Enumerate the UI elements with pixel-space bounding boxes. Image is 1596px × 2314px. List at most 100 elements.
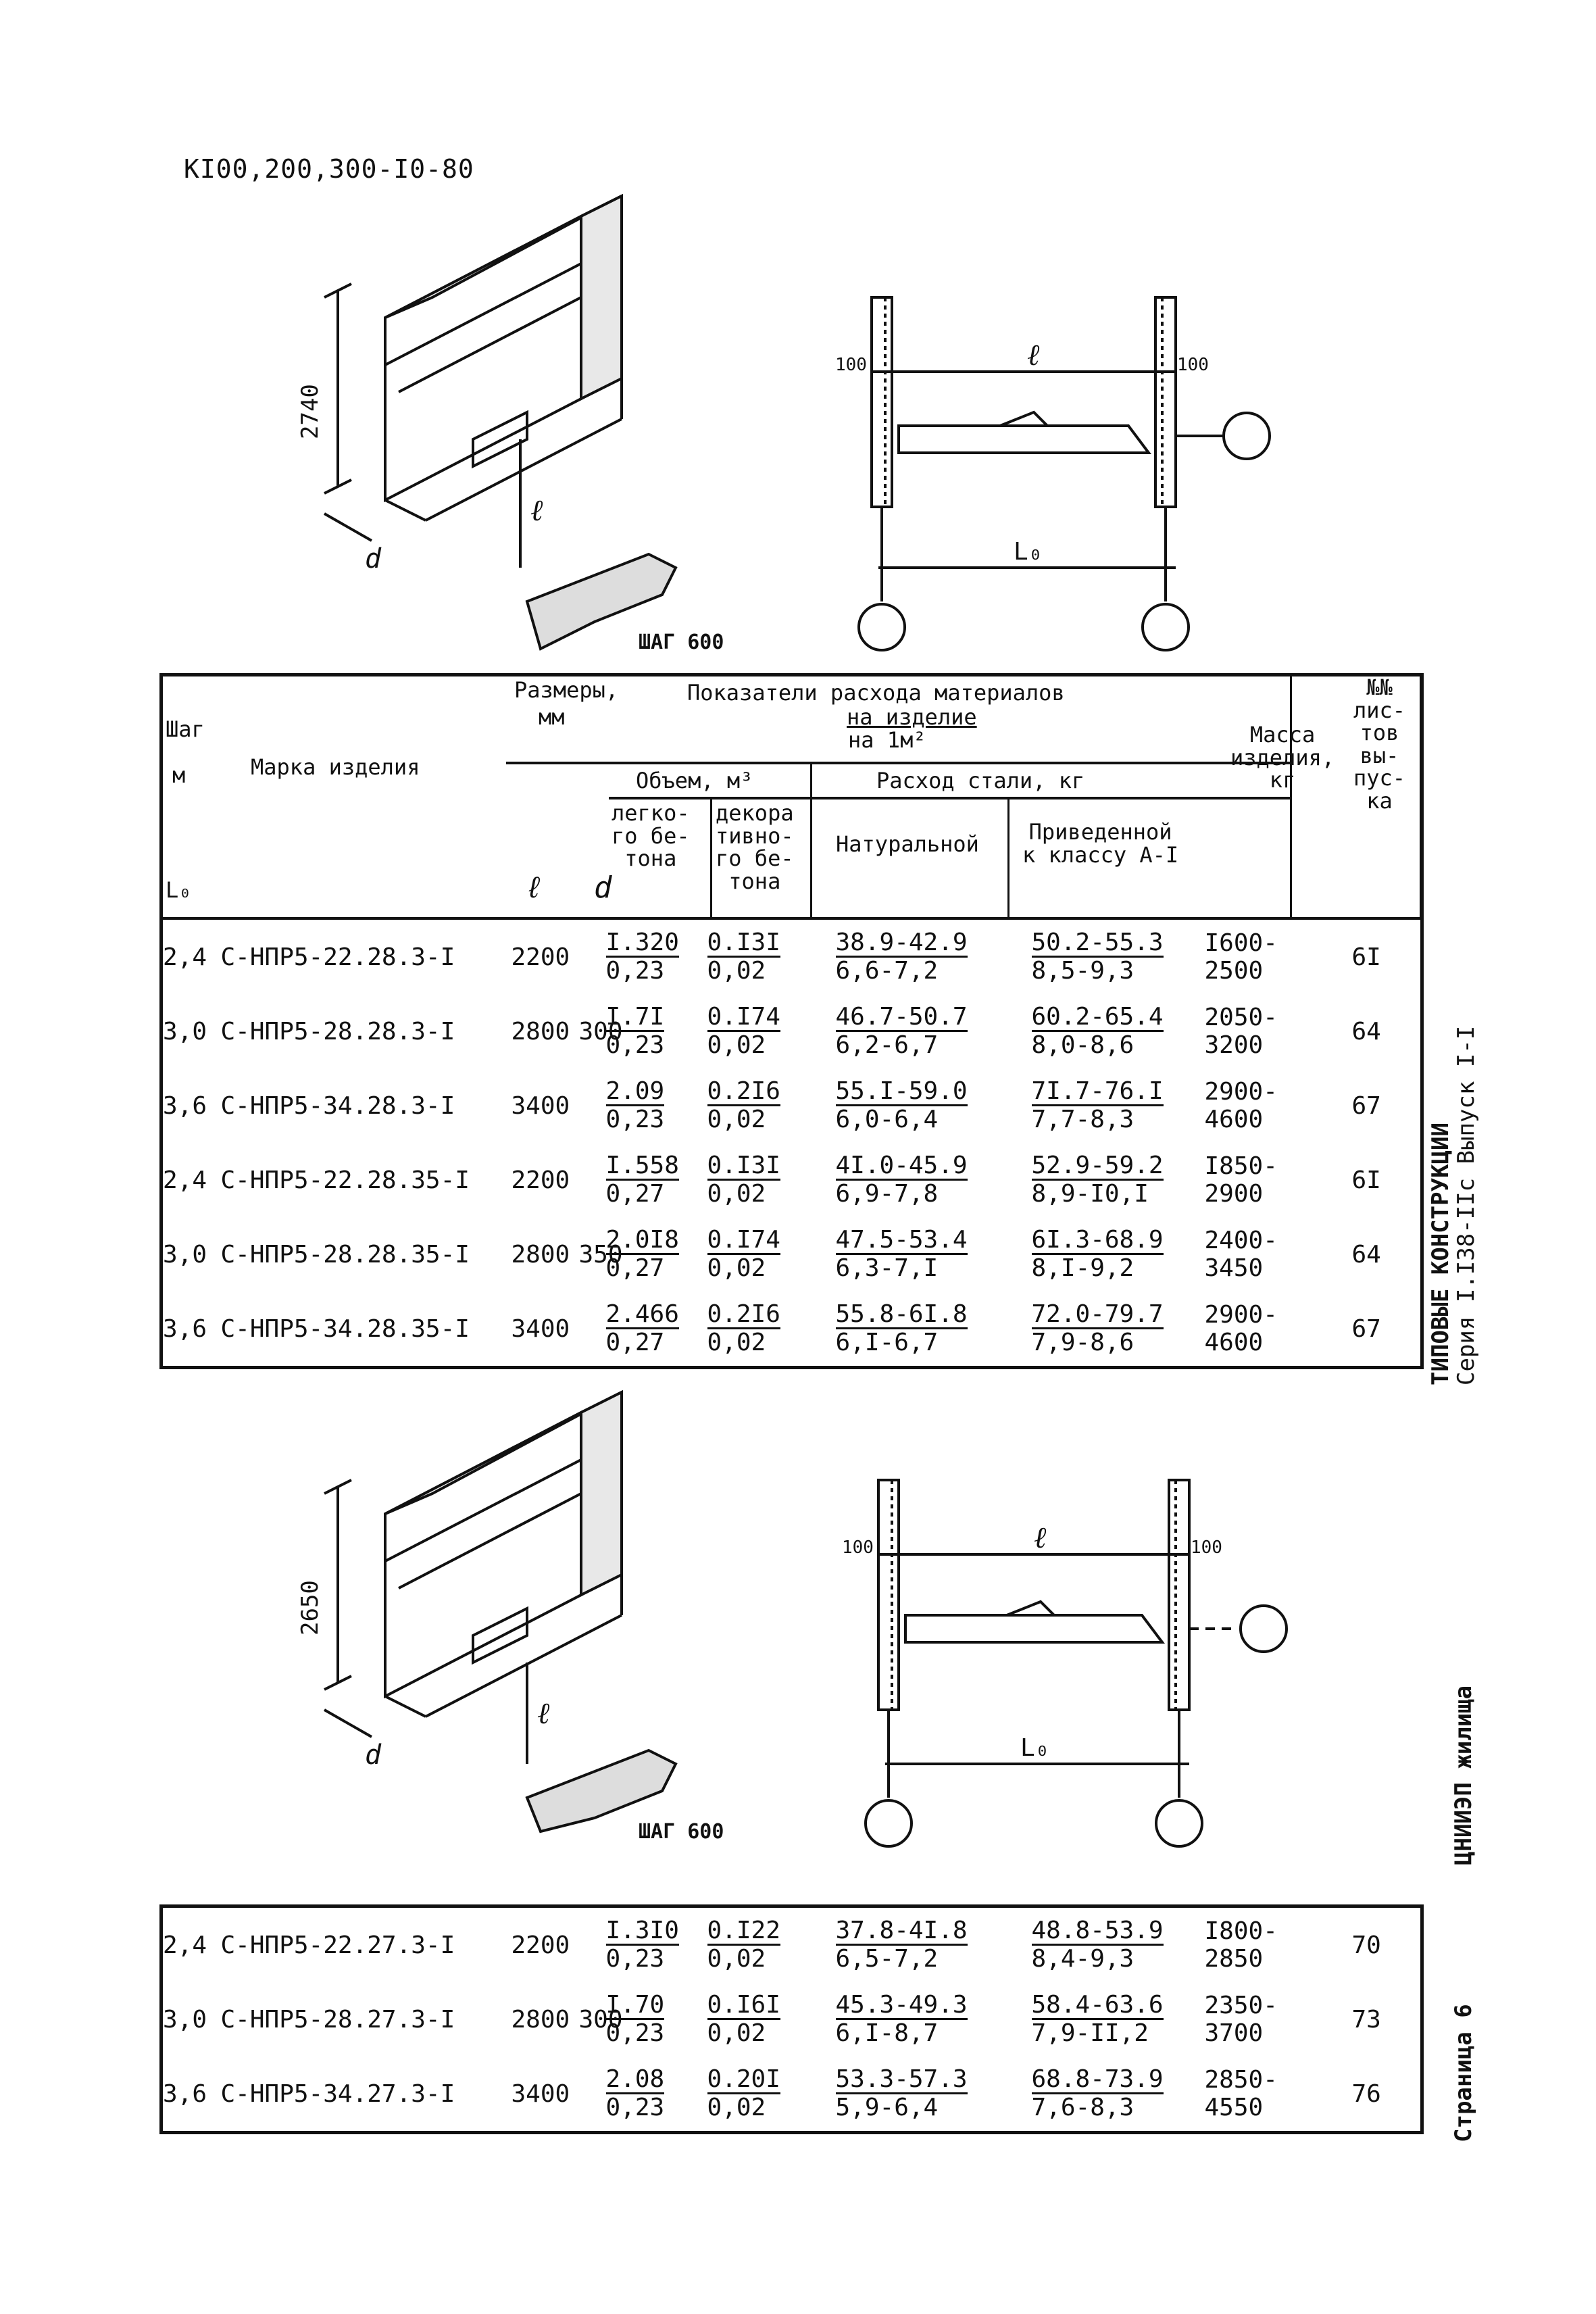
sheet-cell: 76 (1351, 2079, 1381, 2108)
reduced-steel-per-item: 50.2-55.3 (1031, 929, 1164, 958)
thickness-cell: 350 (578, 1240, 623, 1269)
hdr-per-m2: на 1м² (848, 727, 926, 753)
hdr-steel: Расход стали, кг (876, 768, 1085, 793)
deco-concrete-volume-per-item: 0.2I6 (707, 1301, 780, 1330)
side-organization: ЦНИИЭП жилища (1450, 1685, 1477, 1865)
hdr-reduced: Приведенной к классу А-I (1022, 819, 1179, 868)
hdr-deco-concrete: декора тивно- го бе- тона (716, 800, 794, 894)
length-cell: 3400 (511, 1314, 570, 1343)
deco-concrete-volume-per-item: 0.I3I (707, 1152, 780, 1181)
light-concrete-volume-per-m2: 0,27 (605, 1329, 665, 1357)
deco-concrete-volume-per-m2: 0,02 (707, 2019, 766, 2048)
thickness-cell (579, 1068, 606, 1143)
mass-cell: 2850-4550 (1204, 2066, 1278, 2121)
mark-cell: С-НПР5-28.27.3-I (220, 2005, 455, 2034)
deco-concrete-volume-per-item: 0.I74 (707, 1004, 780, 1033)
thickness-cell: 300 (578, 1017, 623, 1045)
panel-isometric-figure-1: 2740 d ℓ ШАГ 600 (297, 193, 724, 654)
length-cell: 2200 (511, 1166, 570, 1194)
length-cell: 2200 (511, 1931, 570, 1959)
side-series-title: ТИПОВЫЕ КОНСТРУКЦИИ (1427, 1123, 1454, 1385)
d-dim-1: d (365, 543, 382, 574)
reduced-steel-per-item: 72.0-79.7 (1031, 1301, 1164, 1330)
hdr-materials: Показатели расхода материалов (687, 680, 1065, 706)
deco-concrete-volume-per-item: 0.2I6 (707, 1078, 780, 1107)
reduced-steel-per-m2: 8,9-I0,I (1031, 1180, 1149, 1208)
thickness-cell (579, 918, 606, 994)
mass-cell: 2900-4600 (1204, 1078, 1278, 1133)
spec-table-1: Шаг м L₀ Марка изделия Размеры, мм Показ… (159, 673, 1424, 1369)
deco-concrete-volume-per-item: 0.I3I (707, 929, 780, 958)
mass-cell: 2900-4600 (1204, 1301, 1278, 1356)
hdr-sheets: №№ лис- тов вы- пус- ка (1353, 674, 1406, 814)
sheet-cell: 64 (1351, 1240, 1381, 1269)
l-dim-1: ℓ (530, 493, 543, 528)
side-page-number: Страница 6 (1450, 2004, 1477, 2142)
deco-concrete-volume-per-item: 0.I74 (707, 1227, 780, 1256)
light-concrete-volume-per-m2: 0,23 (605, 1106, 665, 1134)
step-cell: 2,4 (163, 943, 207, 971)
section-figure-2: 100 100 ℓ L₀ (842, 1479, 1288, 1848)
light-concrete-volume-per-m2: 0,23 (605, 1031, 665, 1060)
reduced-steel-per-m2: 7,7-8,3 (1031, 1106, 1134, 1134)
light-concrete-volume-per-m2: 0,27 (605, 1254, 665, 1283)
hdr-step-unit: м (172, 762, 186, 788)
deco-concrete-volume-per-item: 0.20I (707, 2066, 780, 2095)
deco-concrete-volume-per-m2: 0,02 (707, 1106, 766, 1134)
hdr-l0: L₀ (166, 877, 192, 903)
light-concrete-volume-per-m2: 0,23 (605, 2019, 665, 2048)
step-cell: 2,4 (163, 1931, 207, 1959)
offset-right-1: 100 (1177, 355, 1209, 375)
reduced-steel-per-item: 52.9-59.2 (1031, 1152, 1164, 1181)
natural-steel-per-item: 37.8-4I.8 (835, 1917, 968, 1946)
reduced-steel-per-m2: 8,5-9,3 (1031, 957, 1134, 985)
offset-left-1: 100 (835, 355, 867, 375)
sheet-cell: 70 (1351, 1931, 1381, 1959)
step-cell: 3,6 (163, 1091, 207, 1120)
natural-steel-per-m2: 6,5-7,2 (835, 1945, 939, 1973)
light-concrete-volume-per-m2: 0,23 (605, 1945, 665, 1973)
sheet-cell: 67 (1351, 1091, 1381, 1120)
mass-cell: I850-2900 (1204, 1152, 1278, 1208)
mark-cell: С-НПР5-34.27.3-I (220, 2079, 455, 2108)
hdr-mass: Масса изделия, кг (1230, 722, 1335, 793)
natural-steel-per-m2: 6,3-7,I (835, 1254, 939, 1283)
hdr-light-concrete: легко- го бе- тона (612, 800, 690, 872)
span-label-2: ℓ (1034, 1521, 1047, 1555)
mark-cell: С-НПР5-22.27.3-I (220, 1931, 455, 1959)
hdr-volume: Объем, м³ (636, 768, 753, 793)
mass-cell: I600-2500 (1204, 929, 1278, 985)
light-concrete-volume-per-m2: 0,23 (605, 957, 665, 985)
natural-steel-per-m2: 6,9-7,8 (835, 1180, 939, 1208)
length-cell: 2800 (511, 1240, 570, 1269)
natural-steel-per-m2: 6,I-8,7 (835, 2019, 939, 2048)
step-label-1: ШАГ 600 (639, 631, 724, 654)
sheet-cell: 67 (1351, 1314, 1381, 1343)
natural-steel-per-m2: 6,6-7,2 (835, 957, 939, 985)
step-cell: 3,6 (163, 2079, 207, 2108)
reduced-steel-per-m2: 7,9-8,6 (1031, 1329, 1134, 1357)
section-figure-1: 100 100 ℓ L₀ (835, 296, 1271, 651)
offset-right-2: 100 (1191, 1537, 1222, 1558)
mark-cell: С-НПР5-34.28.3-I (220, 1091, 455, 1120)
mark-cell: С-НПР5-22.28.3-I (220, 943, 455, 971)
